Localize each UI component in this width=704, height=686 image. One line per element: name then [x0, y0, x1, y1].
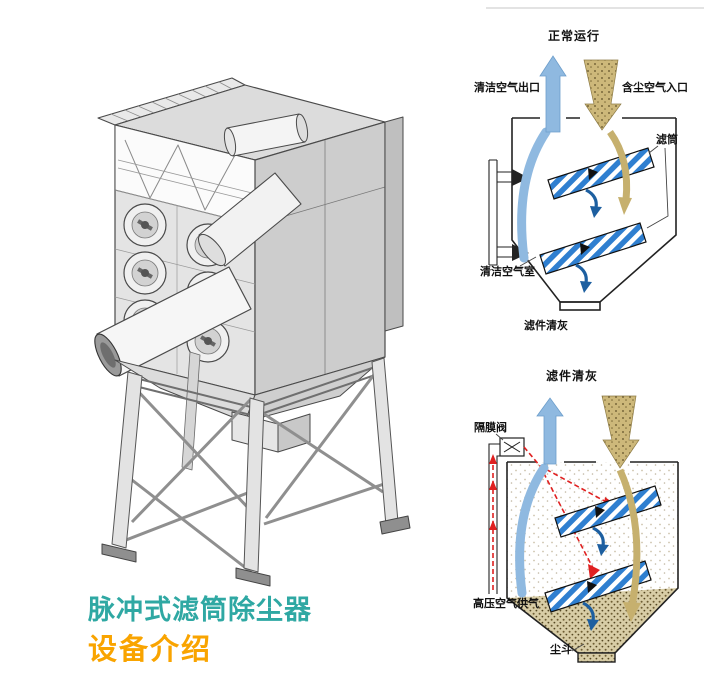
- diagram-cleaning-title: 滤件清灰: [546, 369, 599, 383]
- diagram-normal-operation: 正常运行 清洁空气出口 含尘空气入口 滤筒 清洁空气室 滤件清灰: [460, 20, 704, 350]
- cartridge-extracted: [94, 266, 252, 377]
- support-stand: [101, 351, 411, 587]
- clean-air-flow-curve: [517, 127, 551, 263]
- airflow-arrows: [582, 526, 605, 622]
- diaphragm-valve-label: 隔膜阀: [474, 421, 507, 434]
- filter-cartridge-label: 滤筒: [656, 133, 678, 146]
- dust-hopper-label: 尘斗: [550, 643, 572, 656]
- dusty-air-inlet-arrow: [583, 59, 622, 131]
- clean-air-outlet-arrow: [536, 397, 564, 465]
- filter-cartridge-striped: [539, 147, 655, 275]
- dust-discharge-chute: [577, 652, 616, 663]
- cartridge-being-removed: [198, 172, 302, 267]
- filter-cartridge-striped: [544, 485, 662, 613]
- clean-air-flow-curve: [515, 463, 549, 598]
- clean-air-outlet-label: 清洁空气出口: [474, 81, 540, 94]
- machine-right-face: [254, 121, 386, 396]
- section-title: 设备介绍: [88, 632, 213, 666]
- dust-fall-curve: [616, 468, 641, 607]
- dust-flow-curve: [607, 129, 631, 201]
- label-leader-lines: [495, 433, 585, 652]
- diagram-normal-graphics: [488, 55, 677, 311]
- air-manifold-pipe: [488, 159, 512, 266]
- label-leader-lines: [519, 145, 669, 267]
- pulse-nozzle: [512, 169, 529, 186]
- dusty-air-inlet-arrow: [601, 395, 640, 469]
- diagram-normal-title: 正常运行: [548, 29, 601, 43]
- diagram-cleaning-graphics: [488, 395, 679, 663]
- diagram-filter-cleaning: 滤件清灰 隔膜阀 高压空气供气 尘斗: [460, 360, 704, 686]
- dusty-air-inlet-label: 含尘空气入口: [622, 81, 688, 94]
- machine-lid: [97, 77, 246, 126]
- filter-cleaning-caption: 滤件清灰: [524, 319, 568, 332]
- high-pressure-air-label: 高压空气供气: [473, 597, 539, 610]
- compressed-air-pipe: [488, 443, 500, 594]
- dust-collector-isometric-drawing: [94, 77, 411, 587]
- clean-air-chamber-label: 清洁空气室: [480, 265, 535, 278]
- chamber-outline: [511, 117, 677, 311]
- clean-air-outlet-arrow: [539, 55, 567, 133]
- cartridge-on-rail: [223, 113, 309, 157]
- product-title: 脉冲式滤筒除尘器: [88, 595, 312, 626]
- machine-truss-band: [114, 124, 256, 226]
- top-divider: [486, 7, 704, 9]
- airflow-arrows: [575, 188, 598, 284]
- machine-side-duct: [384, 116, 404, 332]
